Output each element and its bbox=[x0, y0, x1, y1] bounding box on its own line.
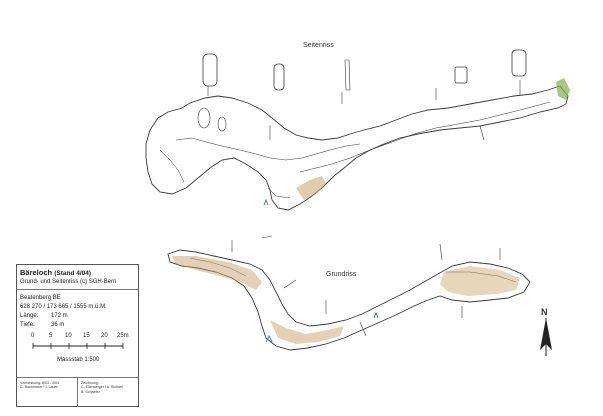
profile-sediment bbox=[296, 176, 326, 200]
legend-subtitle: Grund- und Seitenriss (c) SGH-Bern bbox=[20, 279, 117, 285]
scale-tick-10: 10 bbox=[65, 333, 72, 339]
survey-team: C. Bachmann / J. Lauer bbox=[20, 385, 58, 390]
tiefe-label: Tiefe: bbox=[20, 322, 35, 328]
plan-sediment-center bbox=[270, 320, 344, 344]
tiefe-value: 36 m bbox=[51, 322, 65, 328]
north-arrow-icon bbox=[540, 318, 552, 356]
scale-bar bbox=[32, 343, 124, 349]
plan-water-1 bbox=[265, 334, 273, 343]
legend-footer-vdivider bbox=[77, 377, 78, 407]
laenge-value: 172 m bbox=[51, 313, 68, 319]
plan-sediment-west bbox=[172, 256, 262, 290]
profile-vegetation bbox=[556, 78, 570, 100]
plan-sediment-east bbox=[440, 266, 520, 296]
scale-text: Massstab 1:500 bbox=[57, 357, 100, 363]
location-text: Beatenberg BE bbox=[20, 295, 61, 301]
drawing-authors: C. Ellenberger / A. Bichsel bbox=[81, 385, 123, 390]
seitenriss-label: Seitenriss bbox=[303, 42, 334, 49]
coordinates-text: 628 270 / 173 665 / 1555 m.ü.M. bbox=[20, 304, 107, 310]
plan-water-2 bbox=[373, 311, 379, 319]
drawing-label: Zeichnung: bbox=[81, 381, 99, 385]
survey-period: Vermessung: 8/03 - 4/04 bbox=[20, 381, 60, 385]
scale-tick-20: 20 bbox=[101, 333, 108, 339]
scale-tick-15: 15 bbox=[83, 333, 90, 339]
seitenriss-profile bbox=[145, 49, 569, 211]
laenge-label: Länge: bbox=[20, 313, 39, 319]
survey-date: (Stand 4/04) bbox=[54, 270, 92, 277]
drawing-author-2: B. Schaefer bbox=[81, 389, 100, 394]
grundriss-label: Grundriss bbox=[326, 271, 357, 278]
footer-right: Zeichnung: C. Ellenberger / A. Bichsel B… bbox=[81, 381, 123, 394]
footer-left: Vermessung: 8/03 - 4/04 C. Bachmann / J.… bbox=[20, 381, 59, 390]
north-label: N bbox=[541, 307, 548, 317]
scale-tick-5: 5 bbox=[49, 333, 53, 339]
legend-title: Bäreloch (Stand 4/04) bbox=[20, 268, 91, 277]
scale-tick-0: 0 bbox=[31, 333, 35, 339]
cave-name: Bäreloch bbox=[20, 268, 53, 277]
legend-divider bbox=[17, 289, 138, 290]
profile-water bbox=[263, 198, 269, 206]
map-legend: Bäreloch (Stand 4/04) Grund- und Seitenr… bbox=[16, 264, 139, 407]
scale-tick-25m: 25m bbox=[117, 333, 129, 339]
